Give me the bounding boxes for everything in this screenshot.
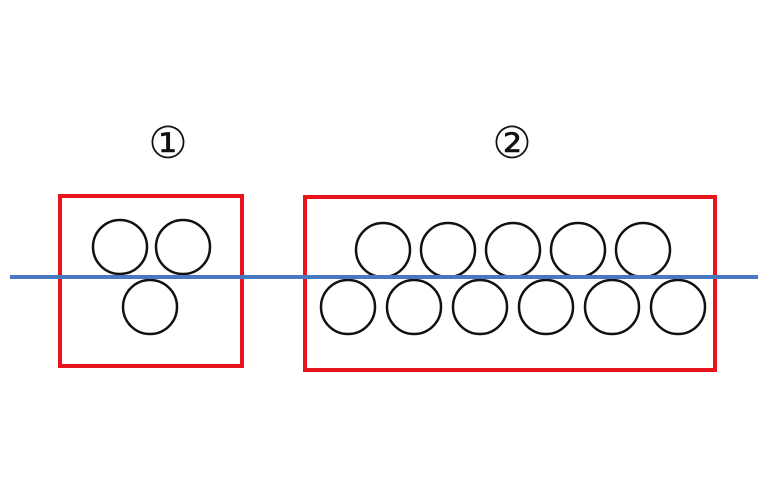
group-1-top-circle	[91, 218, 149, 276]
group-2-top-circle	[419, 221, 477, 279]
group-2-bottom-circle	[451, 278, 509, 336]
group-2-top-circle	[549, 221, 607, 279]
group-1-box	[58, 194, 244, 368]
group-2-bottom-circle	[649, 278, 707, 336]
group-1-bottom-circle	[121, 278, 179, 336]
group-2-label: ②	[492, 118, 531, 169]
group-1-circles	[91, 218, 212, 336]
group-2-bottom-circle	[583, 278, 641, 336]
group-2-circles	[319, 221, 707, 336]
group-2-bottom-circle	[385, 278, 443, 336]
group-2-top-circle	[614, 221, 672, 279]
group-2-top-circle	[484, 221, 542, 279]
group-2-bottom-circle	[319, 278, 377, 336]
group-1-top-circle	[154, 218, 212, 276]
group-2-box	[303, 195, 717, 372]
group-2-top-circle	[354, 221, 412, 279]
group-1-label: ①	[148, 118, 187, 169]
group-2-bottom-circle	[517, 278, 575, 336]
